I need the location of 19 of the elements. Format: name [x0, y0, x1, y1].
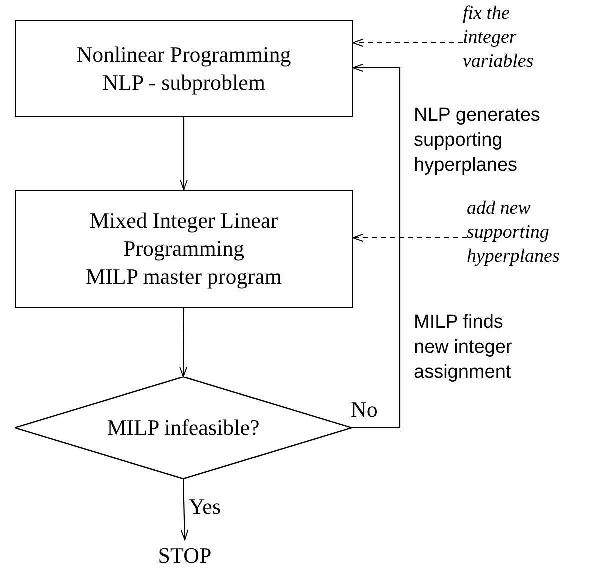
arrow [352, 64, 401, 429]
decision-diamond [15, 377, 352, 479]
arrow [180, 308, 188, 378]
node-text: MILP infeasible? [107, 414, 260, 442]
note-text: add new supporting hyperplanes [467, 197, 561, 269]
node-text: MILP master program [86, 263, 282, 291]
node-text: Mixed Integer Linear Programming [88, 207, 280, 263]
note-text: NLP generates supporting hyperplanes [414, 104, 542, 178]
process-box [15, 20, 353, 117]
node-text: STOP [158, 542, 212, 570]
node-text: NLP - subproblem [102, 68, 266, 96]
node-text: Nonlinear Programming [76, 40, 292, 68]
arrow [180, 478, 189, 540]
dashed-arrow [352, 39, 463, 47]
note-text: fix the integer variables [463, 2, 535, 74]
note-text: MILP finds new integer assignment [414, 311, 514, 385]
dashed-arrow [352, 234, 467, 242]
process-box [15, 190, 353, 308]
arrow [180, 117, 188, 190]
